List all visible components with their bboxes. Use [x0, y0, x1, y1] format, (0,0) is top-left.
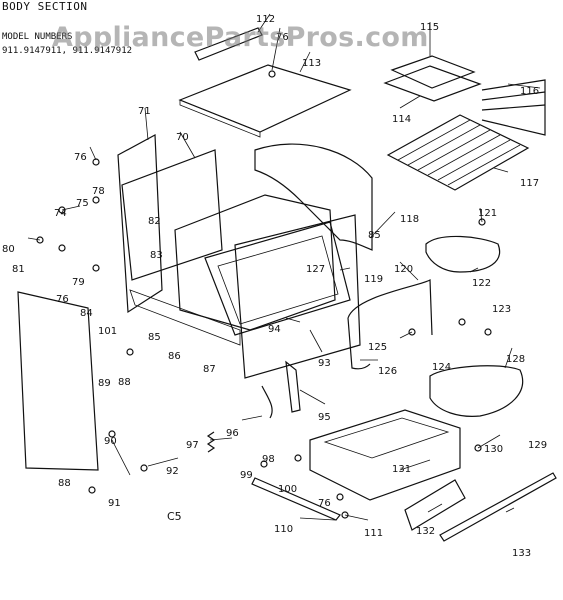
back-trim	[194, 27, 263, 61]
cabinet-side	[129, 289, 241, 346]
leveling-spring	[206, 431, 216, 453]
part-label-79: 79	[72, 277, 85, 288]
part-label-127: 127	[306, 264, 325, 275]
part-label-93: 93	[318, 358, 331, 369]
burner-tube	[261, 360, 301, 419]
model-numbers: 911.9147911, 911.9147912	[2, 46, 133, 56]
part-label-123: 123	[492, 304, 511, 315]
insulation-blanket	[254, 143, 373, 251]
oven-rack-wires	[397, 119, 521, 186]
part-label-125: 125	[368, 342, 387, 353]
part-label-122: 122	[472, 278, 491, 289]
side-trim-panel	[17, 291, 99, 471]
back-panel	[121, 149, 223, 281]
left-side-panel	[117, 134, 163, 314]
part-label-117: 117	[520, 178, 539, 189]
part-label-87: 87	[203, 364, 216, 375]
part-label-120: 120	[394, 264, 413, 275]
part-label-70: 70	[176, 132, 189, 143]
door-gasket	[347, 278, 433, 370]
oven-liner-inner	[217, 235, 339, 325]
part-label-85: 85	[368, 230, 381, 241]
part-label-90: 90	[104, 436, 117, 447]
oven-liner-front	[204, 221, 351, 336]
part-label-98: 98	[262, 454, 275, 465]
part-label-81: 81	[12, 264, 25, 275]
part-label-97: 97	[186, 440, 199, 451]
part-label-91: 91	[108, 498, 121, 509]
section-title: BODY SECTION	[2, 0, 88, 13]
part-label-82: 82	[148, 216, 161, 227]
drawer-inner	[323, 417, 450, 459]
part-label-133: 133	[512, 548, 531, 559]
model-label: MODEL NUMBERS	[2, 32, 73, 42]
part-label-76: 76	[318, 498, 331, 509]
front-frame	[234, 214, 361, 379]
top-panel-edge	[179, 99, 261, 138]
part-label-121: 121	[478, 208, 497, 219]
part-label-86: 86	[168, 351, 181, 362]
broiler-pan	[383, 65, 482, 102]
watermark: AppliancePartsPros.com	[52, 22, 429, 53]
part-label-118: 118	[400, 214, 419, 225]
part-label-129: 129	[528, 440, 547, 451]
bake-element	[429, 365, 524, 417]
part-label-113: 113	[302, 58, 321, 69]
part-label-132: 132	[416, 526, 435, 537]
left-drawer-rail	[251, 477, 341, 521]
broiler-grid	[390, 55, 476, 89]
top-panel	[178, 64, 352, 133]
part-label-124: 124	[432, 362, 451, 373]
broil-element	[425, 235, 501, 273]
oven-rack	[386, 114, 530, 191]
part-number-labels: 1127611311511611411771707678757482838079…	[2, 14, 547, 559]
right-drawer-rail	[439, 472, 557, 542]
part-label-101: 101	[98, 326, 117, 337]
part-label-112: 112	[256, 14, 275, 25]
part-label-74: 74	[54, 208, 67, 219]
oven-liner-back	[174, 194, 336, 331]
part-label-126: 126	[378, 366, 397, 377]
part-label-92: 92	[166, 466, 179, 477]
part-label-75: 75	[76, 198, 89, 209]
part-label-115: 115	[420, 22, 439, 33]
leader-lines	[27, 13, 541, 521]
part-label-128: 128	[506, 354, 525, 365]
part-label-88: 88	[118, 377, 131, 388]
part-label-116: 116	[520, 86, 539, 97]
part-label-85: 85	[148, 332, 161, 343]
drawer-front-panel	[404, 479, 466, 531]
part-label-131: 131	[392, 464, 411, 475]
part-label-84: 84	[80, 308, 93, 319]
part-label-83: 83	[150, 250, 163, 261]
part-label-114: 114	[392, 114, 411, 125]
part-label-100: 100	[278, 484, 297, 495]
fasteners	[36, 70, 492, 519]
part-label-89: 89	[98, 378, 111, 389]
part-label-88: 88	[58, 478, 71, 489]
part-label-71: 71	[138, 106, 151, 117]
part-label-76: 76	[56, 294, 69, 305]
storage-drawer	[309, 409, 461, 501]
part-label-111: 111	[364, 528, 383, 539]
diagram-code: C5	[167, 510, 182, 523]
part-label-96: 96	[226, 428, 239, 439]
part-label-130: 130	[484, 444, 503, 455]
part-label-80: 80	[2, 244, 15, 255]
part-label-78: 78	[92, 186, 105, 197]
part-label-94: 94	[268, 324, 281, 335]
part-label-76: 76	[276, 32, 289, 43]
part-label-110: 110	[274, 524, 293, 535]
part-label-119: 119	[364, 274, 383, 285]
part-label-95: 95	[318, 412, 331, 423]
part-label-76: 76	[74, 152, 87, 163]
part-label-99: 99	[240, 470, 253, 481]
